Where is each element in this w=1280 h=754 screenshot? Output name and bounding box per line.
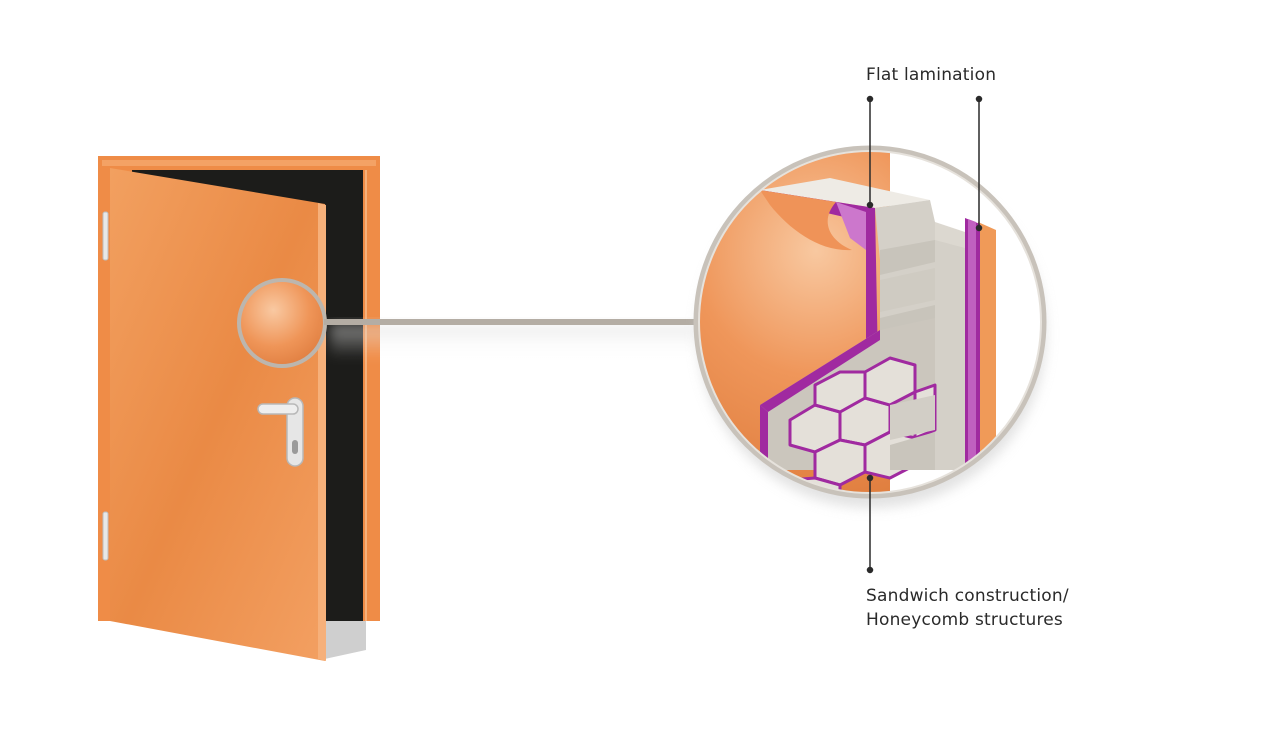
- skin-curl: [760, 190, 852, 251]
- door-edge: [318, 203, 326, 661]
- sandwich-label-line1: Sandwich construction/: [866, 586, 1069, 606]
- frame-highlight: [102, 160, 376, 166]
- hinge-top: [102, 211, 109, 261]
- outer-skin-orange: [978, 222, 996, 470]
- leader-lines: [866, 95, 983, 574]
- sandwich-label-line2: Honeycomb structures: [866, 610, 1063, 630]
- sandwich-construction-label: Sandwich construction/ Honeycomb structu…: [866, 584, 1069, 632]
- core-top: [760, 178, 930, 208]
- floor-shadow: [320, 621, 366, 660]
- door-illustration: [98, 156, 380, 661]
- door-handle: [257, 397, 304, 467]
- connector-bar: [324, 319, 698, 325]
- honeycomb-cells: [788, 356, 937, 496]
- zoom-connector: [324, 319, 700, 358]
- flat-lamination-label: Flat lamination: [866, 65, 997, 85]
- detail-marker-circle: [237, 278, 327, 368]
- hinge-bottom: [102, 511, 109, 561]
